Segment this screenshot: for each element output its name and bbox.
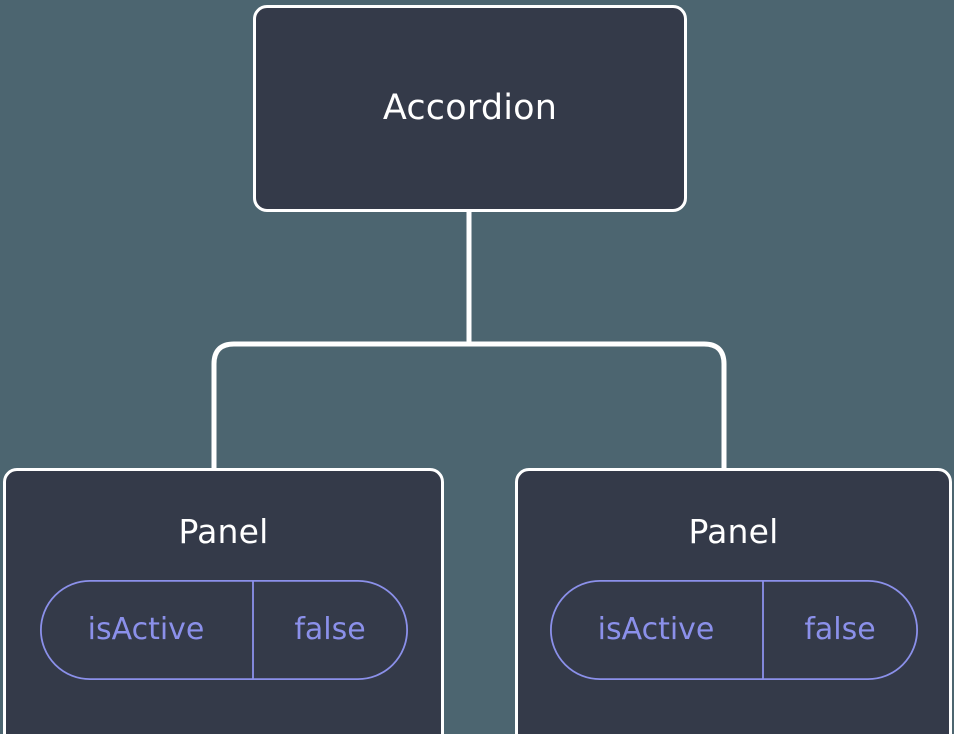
connector-branch-right [469,341,727,470]
state-pill-outline-2 [549,580,918,680]
state-key-1: isActive [87,612,205,647]
state-pill-content-1: isActive false [40,580,408,680]
node-panel-2[interactable]: Panel isActive false [515,468,952,734]
node-panel-1-label: Panel [178,512,269,551]
state-pill-outline-1 [39,580,408,680]
node-accordion[interactable]: Accordion [253,5,687,212]
node-panel-1[interactable]: Panel isActive false [3,468,444,734]
state-pill-panel-1[interactable]: isActive false [39,580,408,680]
state-key-2: isActive [597,612,715,647]
state-pill-panel-2[interactable]: isActive false [549,580,918,680]
connector-branch-left [211,341,469,470]
state-pill-content-2: isActive false [550,580,918,680]
node-panel-2-label: Panel [688,512,779,551]
state-value-1: false [294,612,366,647]
node-accordion-label: Accordion [382,88,558,128]
state-value-2: false [804,612,876,647]
